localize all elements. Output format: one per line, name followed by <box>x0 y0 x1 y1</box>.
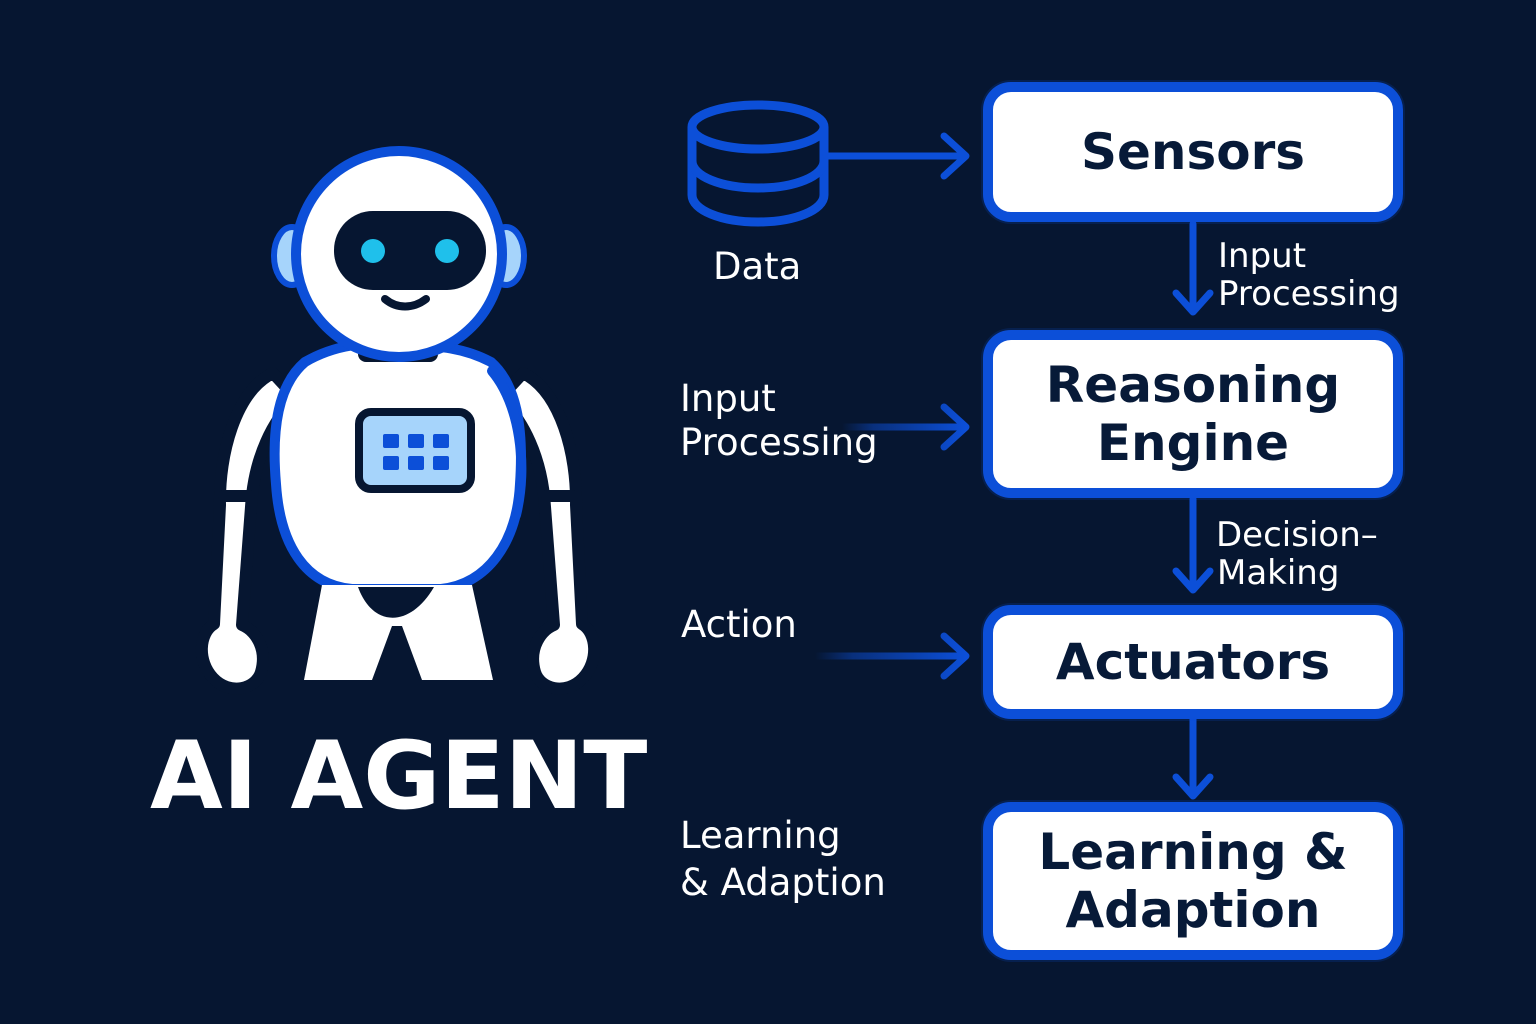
robot-chest-key <box>383 456 399 470</box>
action-to-actuators-arrow <box>811 632 970 680</box>
stage-reasoning-engine: Reasoning Engine <box>983 330 1403 498</box>
transition-label-making: Making <box>1217 553 1340 593</box>
robot-right-arm <box>494 367 601 695</box>
input-processing-label-line-2: Processing <box>680 421 878 464</box>
stage-label: Actuators <box>1055 633 1331 691</box>
learning-label-line-2: & Adaption <box>680 861 886 904</box>
input-processing-label-line-1: Input <box>680 377 776 420</box>
input-processing-to-reasoning-arrow <box>838 403 970 451</box>
robot-chest-key <box>383 434 399 448</box>
connector-arrows <box>811 132 1214 800</box>
robot-right-eye <box>435 239 459 263</box>
learning-label-line-1: Learning <box>680 814 841 857</box>
stage-actuators: Actuators <box>983 605 1403 719</box>
actuators-to-learning-arrow <box>1172 715 1214 800</box>
robot-chest-key <box>408 434 424 448</box>
stage-sensors: Sensors <box>983 82 1403 222</box>
action-label: Action <box>681 603 797 646</box>
database-icon <box>687 100 829 227</box>
robot-torso-side-shadow <box>487 366 527 520</box>
robot-chest-panel <box>355 408 475 493</box>
stage-label: Sensors <box>1080 123 1306 181</box>
robot-hip-gap <box>358 587 434 618</box>
sensors-to-reasoning-arrow <box>1172 220 1214 316</box>
robot-smile <box>381 295 430 311</box>
stage-label: Reasoning Engine <box>1045 356 1341 472</box>
page-title: AI AGENT <box>150 722 648 831</box>
robot-left-arm <box>195 367 302 695</box>
robot-chest-key <box>433 434 449 448</box>
transition-label-input: Input <box>1218 236 1307 276</box>
robot-chest-key <box>433 456 449 470</box>
reasoning-to-actuators-arrow <box>1172 495 1214 594</box>
data-to-sensors-arrow <box>822 132 970 180</box>
database-middle-line <box>687 160 829 193</box>
robot-legs <box>304 585 493 680</box>
transition-label-processing: Processing <box>1218 274 1400 314</box>
robot-visor <box>334 211 486 290</box>
transition-label-decision: Decision– <box>1216 515 1378 555</box>
stage-learning-adaption: Learning & Adaption <box>983 802 1403 960</box>
robot-icon <box>195 146 601 695</box>
data-label: Data <box>713 245 802 288</box>
robot-left-eye <box>361 239 385 263</box>
database-top <box>687 100 829 154</box>
robot-chest-key <box>408 456 424 470</box>
database-body <box>687 127 829 227</box>
stage-label: Learning & Adaption <box>1038 823 1348 939</box>
